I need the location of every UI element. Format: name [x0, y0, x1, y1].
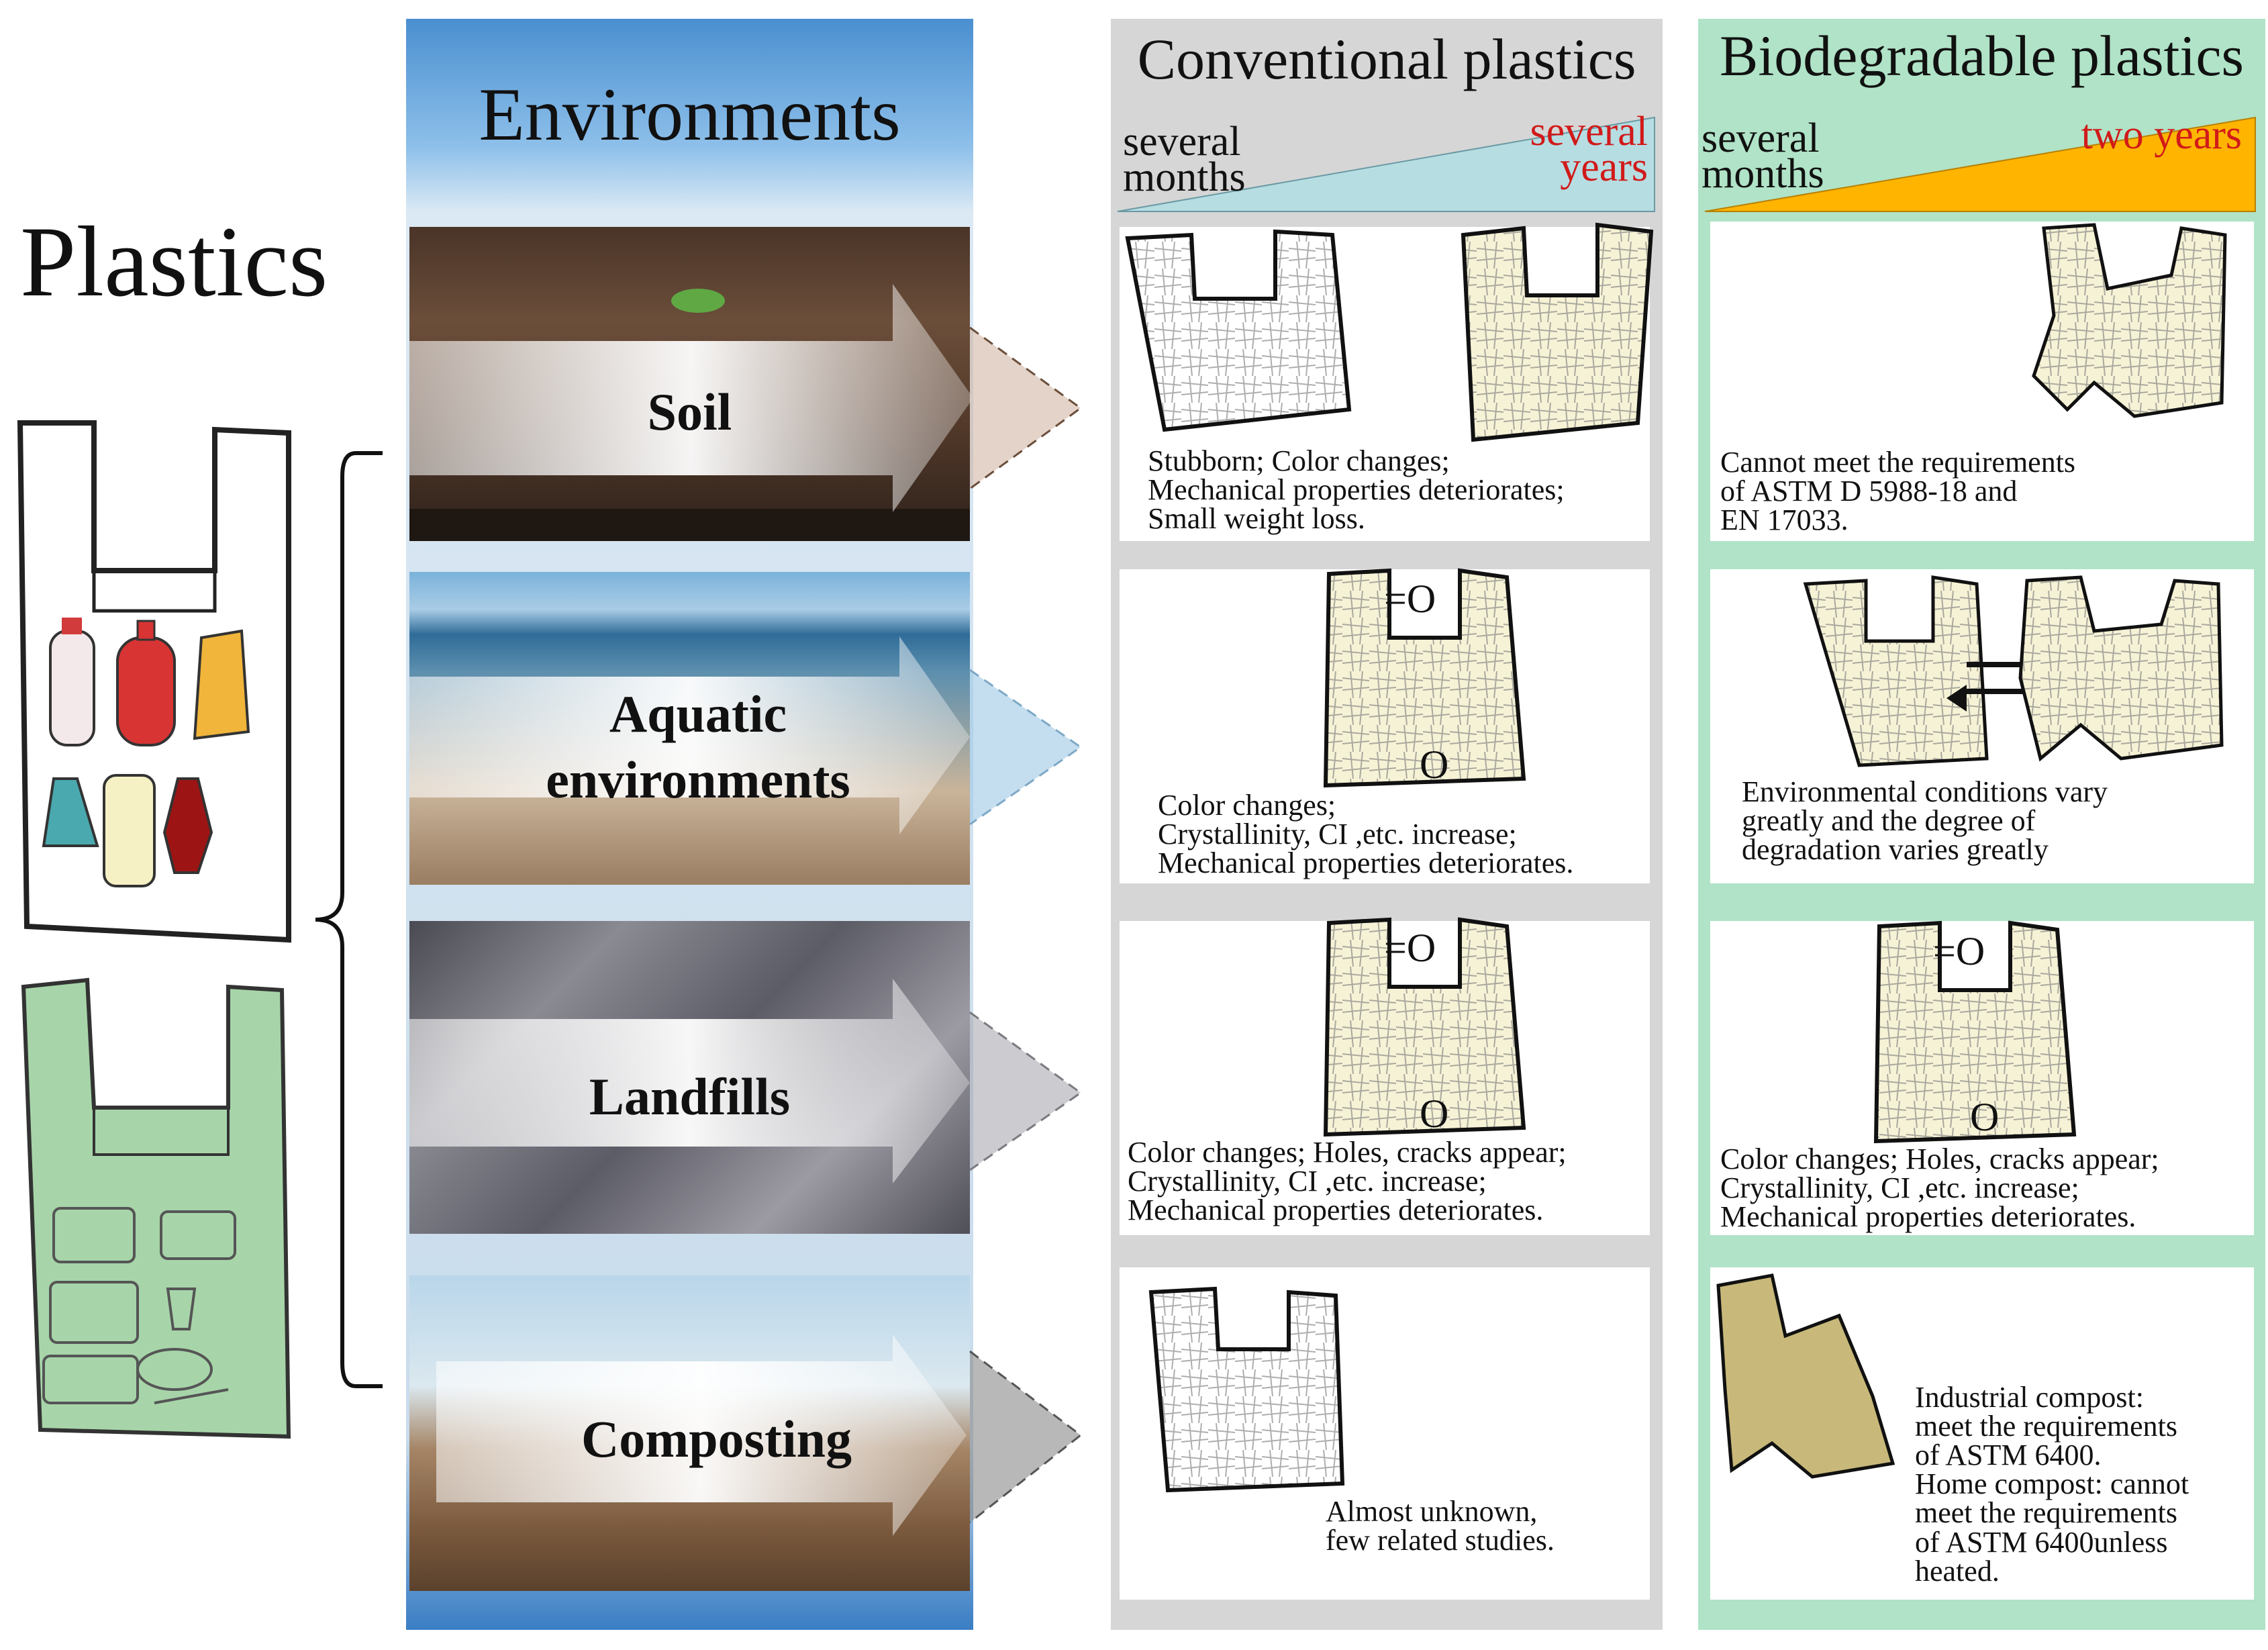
biodegradable-text-aquatic: Environmental conditions vary greatly an…	[1742, 775, 2108, 867]
conventional-time-end: several years	[1530, 109, 1648, 191]
cutlery-icon	[154, 1388, 229, 1404]
bag-sketch	[1148, 1286, 1345, 1493]
bottle-icon	[49, 618, 95, 746]
bag-mark: =O	[1384, 926, 1436, 970]
bottle-icon	[42, 777, 99, 847]
bottle-icon	[162, 777, 213, 874]
conventional-time-wedge	[1117, 116, 1655, 212]
bottle-icon	[103, 774, 156, 887]
biodegradable-time-start: several months	[1702, 115, 1824, 197]
conventional-bag-illustration	[17, 420, 291, 943]
bag-mark: =O	[1384, 577, 1436, 621]
conventional-text-landfill: Color changes; Holes, cracks appear; Cry…	[1128, 1136, 1567, 1227]
seedling-icon	[671, 289, 725, 313]
biodegradable-text-landfill: Color changes; Holes, cracks appear; Cry…	[1720, 1143, 2159, 1234]
bag-mark: =O	[1933, 929, 1985, 973]
bag-mark: O	[1420, 742, 1449, 787]
food-container-icon	[160, 1210, 236, 1260]
environments-title: Environments	[479, 73, 901, 156]
bag-mark: O	[1420, 1091, 1449, 1136]
env-label-landfills: Landfills	[589, 1067, 791, 1126]
biodegradable-text-soil: Cannot meet the requirements of ASTM D 5…	[1720, 446, 2076, 537]
bag-sketch	[1323, 568, 1526, 788]
bottle-icon	[116, 620, 176, 746]
fragmented-bag-sketch	[2018, 575, 2224, 762]
aquatic-arrow	[409, 636, 970, 834]
cup-icon	[166, 1288, 197, 1330]
plastics-title: Plastics	[20, 206, 328, 318]
soil-arrow	[409, 284, 973, 512]
bracket	[315, 451, 383, 1388]
bag-mark: O	[1970, 1095, 2000, 1139]
fragments-sketch	[1716, 1273, 1895, 1479]
conventional-text-soil: Stubborn; Color changes; Mechanical prop…	[1148, 444, 1565, 536]
biodegradable-time-end: two years	[2081, 112, 2242, 158]
conventional-text-aquatic: Color changes; Crystallinity, CI ,etc. i…	[1158, 789, 1574, 880]
fragmented-bag-sketch	[2032, 223, 2227, 418]
food-container-icon	[49, 1281, 139, 1344]
bag-sketch	[1461, 222, 1654, 442]
biodegradable-time-wedge	[1704, 116, 2256, 212]
biodegradable-title: Biodegradable plastics	[1720, 23, 2244, 88]
bag-sketch	[1125, 229, 1352, 432]
compost-arrow	[436, 1334, 967, 1536]
food-container-icon	[42, 1355, 139, 1404]
bag-sketch	[1323, 917, 1526, 1137]
biodegradable-bag-illustration	[21, 977, 291, 1439]
biodegradable-text-compost: Industrial compost: meet the requirement…	[1915, 1381, 2189, 1588]
food-container-icon	[52, 1207, 136, 1263]
landfill-arrow	[409, 979, 970, 1183]
env-label-composting: Composting	[581, 1410, 852, 1468]
conventional-time-start: several months	[1123, 119, 1246, 201]
bag-sketch	[1803, 575, 1989, 767]
bottle-icon	[193, 629, 250, 740]
env-label-soil: Soil	[647, 383, 732, 441]
conventional-title: Conventional plastics	[1137, 27, 1636, 91]
environment-arrows	[409, 284, 1083, 1536]
env-label-aquatic: Aquatic environments	[546, 685, 850, 809]
bag-sketch	[1873, 920, 2077, 1144]
conventional-text-compost: Almost unknown, few related studies.	[1326, 1495, 1555, 1557]
